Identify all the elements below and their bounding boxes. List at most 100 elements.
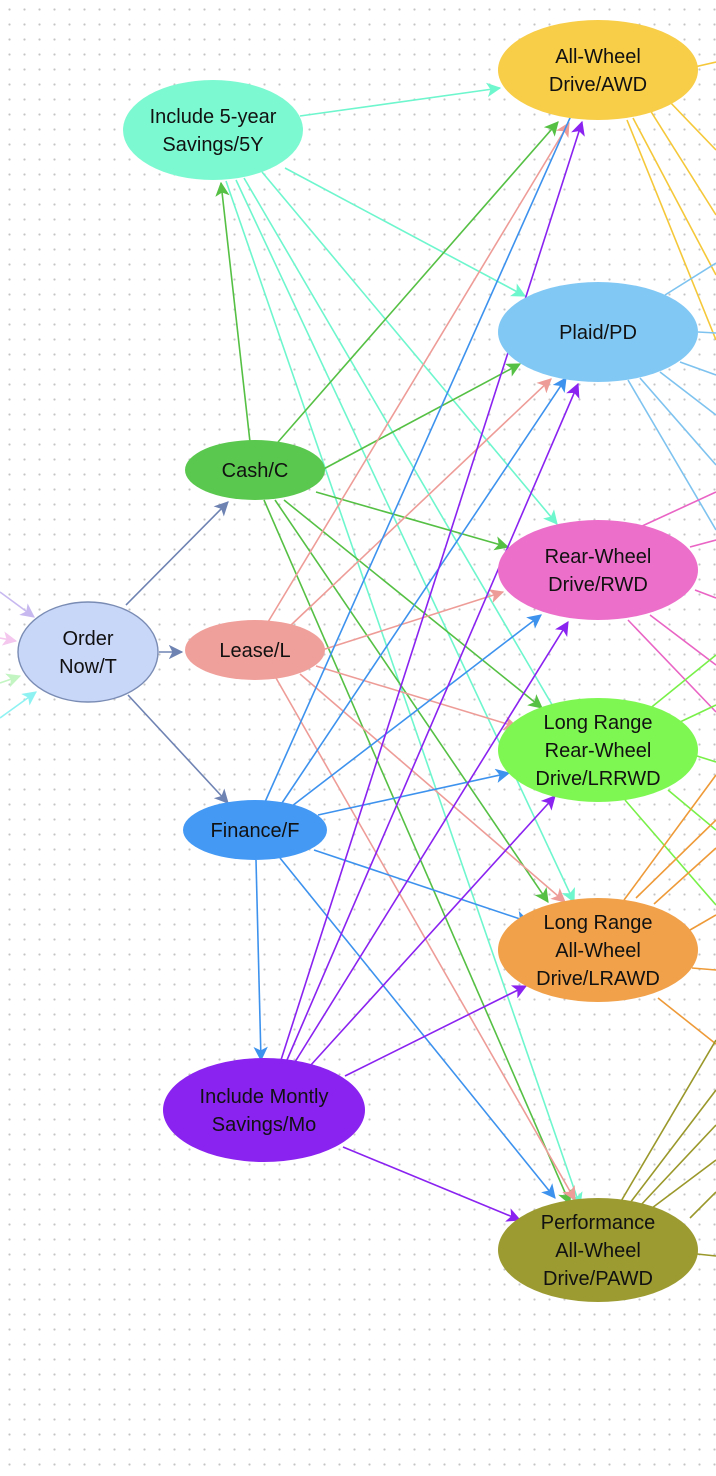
edge-five_year-to-plaid [284, 167, 527, 297]
outgoing-edge-awd-3 [632, 117, 716, 276]
edge-monthly-to-pawd [342, 1146, 522, 1222]
outgoing-edge-lrawd-1 [623, 774, 716, 901]
node-shape [498, 520, 698, 620]
outgoing-edge-pawd-4 [651, 1159, 716, 1209]
edge-finance-to-monthly [253, 859, 268, 1062]
node-label: Drive/RWD [548, 574, 648, 596]
node-label: Finance/F [211, 820, 300, 842]
outgoing-edge-pawd-6 [696, 1253, 716, 1257]
edge-order_now-to-cash [125, 501, 229, 606]
outgoing-edge-lrawd-6 [657, 997, 716, 1045]
outgoing-edge-lrrwd-4 [667, 789, 716, 831]
edge-lease-to-lrawd [299, 673, 566, 903]
node-label: Long Range [544, 912, 653, 934]
outgoing-edge-awd-2 [626, 119, 716, 341]
edge-monthly-to-awd [280, 120, 585, 1061]
node-label: All-Wheel [555, 940, 641, 962]
node-label: Include 5-year [150, 106, 277, 128]
node-label: Order [62, 628, 113, 650]
outgoing-edge-awd-4 [649, 109, 716, 216]
edge-cash-to-rwd [315, 491, 510, 551]
outgoing-edge-awd-5 [667, 99, 716, 151]
node-shape [163, 1058, 365, 1162]
edge-cash-to-five_year [215, 181, 251, 443]
incoming-edge-3 [0, 673, 22, 688]
incoming-edge-1 [0, 591, 35, 618]
offscreen-edges [619, 61, 716, 1257]
outgoing-edge-lrawd-5 [691, 967, 716, 971]
node-shape [498, 282, 698, 382]
node-finance[interactable]: Finance/F [183, 800, 327, 860]
outgoing-edge-plaid-1 [664, 262, 716, 296]
node-label: Plaid/PD [559, 322, 637, 344]
node-shape [17, 601, 159, 703]
outgoing-edge-plaid-2 [697, 331, 716, 334]
node-label: Lease/L [219, 640, 290, 662]
node-label: Drive/LRRWD [535, 768, 660, 790]
edge-order_now-to-finance [127, 694, 229, 804]
outgoing-edge-plaid-3 [679, 361, 716, 376]
outgoing-edge-rwd-5 [649, 614, 716, 666]
outgoing-edge-pawd-5 [689, 1191, 716, 1219]
edge-finance-to-plaid [281, 377, 567, 804]
outgoing-edge-lrrwd-3 [696, 755, 716, 763]
edge-monthly-to-plaid [286, 382, 580, 1061]
edge-monthly-to-rwd [294, 620, 569, 1063]
edge-cash-to-awd [277, 121, 559, 443]
node-label: Savings/5Y [162, 134, 263, 156]
node-label: Include Montly [200, 1086, 329, 1108]
edge-finance-to-lrawd [313, 849, 531, 925]
node-shape [498, 898, 698, 1002]
outgoing-edge-lrawd-2 [635, 819, 716, 899]
edge-cash-to-lrrwd [283, 499, 543, 709]
edge-finance-to-rwd [291, 614, 542, 807]
outgoing-edge-plaid-5 [639, 377, 716, 466]
edge-cash-to-pawd [263, 499, 572, 1206]
edge-five_year-to-awd [299, 82, 502, 117]
node-cash[interactable]: Cash/C [185, 440, 325, 500]
outgoing-edge-lrrwd-1 [647, 654, 716, 711]
outgoing-edge-plaid-4 [627, 379, 716, 531]
edge-monthly-to-lrawd [344, 985, 528, 1077]
edges [0, 82, 585, 1222]
node-label: Long Range [544, 712, 653, 734]
edge-five_year-to-lrrwd [243, 177, 569, 734]
edge-lease-to-awd [267, 121, 570, 623]
outgoing-edge-rwd-4 [627, 619, 716, 713]
outgoing-edge-lrrwd-2 [679, 704, 716, 723]
node-label: Rear-Wheel [545, 740, 652, 762]
node-shape [498, 1198, 698, 1302]
outgoing-edge-lrrwd-5 [624, 799, 716, 906]
node-shape [498, 20, 698, 120]
edge-cash-to-lrawd [274, 499, 549, 903]
edge-five_year-to-pawd [225, 180, 583, 1208]
node-label: Savings/Mo [212, 1114, 317, 1136]
node-label: Drive/LRAWD [536, 968, 660, 990]
node-label: All-Wheel [555, 1240, 641, 1262]
edge-lease-to-plaid [289, 378, 552, 627]
node-label: Cash/C [222, 460, 289, 482]
node-shape [498, 698, 698, 802]
edge-finance-to-awd [264, 98, 580, 803]
node-plaid[interactable]: Plaid/PD [498, 282, 698, 382]
node-lease[interactable]: Lease/L [185, 620, 325, 680]
outgoing-edge-rwd-3 [694, 589, 716, 599]
node-label: All-Wheel [555, 46, 641, 68]
node-label: Drive/AWD [549, 74, 647, 96]
outgoing-edge-lrawd-4 [689, 914, 716, 931]
outgoing-edge-pawd-1 [619, 1039, 716, 1204]
edge-finance-to-pawd [279, 857, 556, 1199]
edge-cash-to-plaid [317, 363, 522, 473]
outgoing-edge-plaid-6 [659, 371, 716, 416]
node-label: Performance [541, 1212, 656, 1234]
